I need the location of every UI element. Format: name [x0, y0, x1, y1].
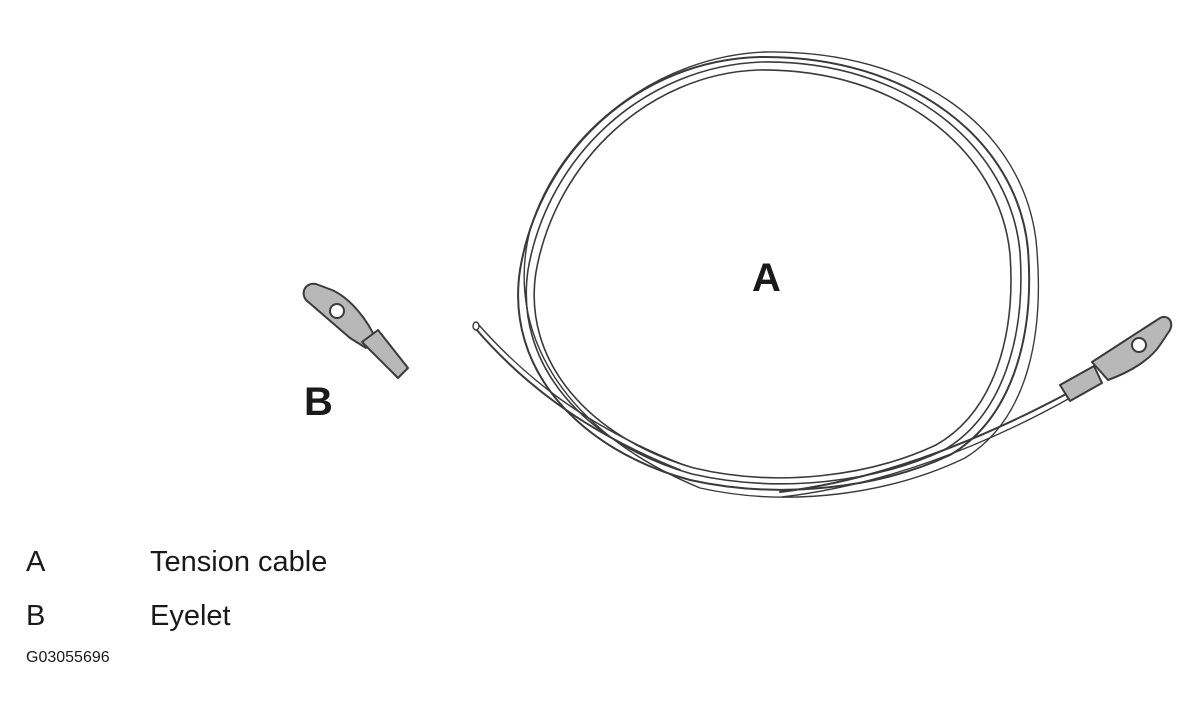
figure-code: G03055696	[26, 649, 110, 666]
cable-end-eyelet-icon	[1059, 316, 1173, 402]
tension-cable-diagram	[302, 51, 1173, 498]
tension-cable-coil-icon	[472, 51, 1071, 498]
callout-a-label: A	[752, 256, 781, 300]
legend-row: A Tension cable	[26, 548, 327, 577]
eyelet-icon	[302, 282, 409, 379]
callout-b-label: B	[304, 380, 333, 424]
legend-label: Tension cable	[150, 546, 328, 578]
legend-key: A	[26, 546, 46, 578]
legend-label: Eyelet	[150, 600, 231, 632]
legend-key: B	[26, 600, 46, 632]
legend-row: B Eyelet	[26, 602, 231, 631]
